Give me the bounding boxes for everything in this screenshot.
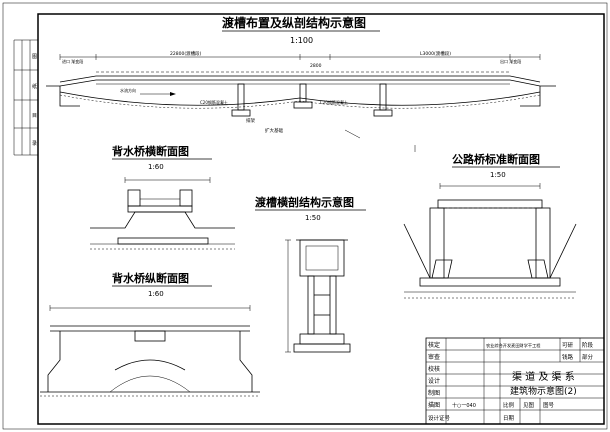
bridge-cross-scale: 1:60 [148, 163, 164, 171]
tb-row-3: 校核 [428, 365, 440, 373]
main-title: 渡槽布置及纵剖结构示意图 [222, 15, 366, 30]
aqueduct-cross-scale: 1:50 [305, 214, 321, 222]
sheet-border-inner [37, 13, 605, 425]
binding-strip [13, 39, 38, 156]
dim-left-label: 22800(渡槽段) [170, 50, 202, 57]
tb-row-5: 制图 [428, 389, 440, 397]
tb-sheet-label: 图号 [543, 401, 555, 409]
tb-stage-value: 阶段 [582, 341, 594, 349]
tb-row-7: 设计证号 [428, 414, 451, 422]
bridge-long-scale: 1:60 [148, 290, 164, 298]
road-bridge-scale: 1:50 [490, 171, 506, 179]
title-block [425, 337, 605, 425]
road-bridge-drawing [403, 183, 577, 299]
side-strip-char: 目 [32, 113, 37, 119]
dim-right-label: L3000(渡槽段) [420, 50, 451, 57]
water-direction-label: 水流方向 [120, 87, 136, 93]
side-strip-char: 录 [32, 140, 37, 147]
outlet-label: 出口 渐变段 [500, 58, 521, 64]
side-strip-char: 图 [32, 54, 37, 60]
tb-part-label: 钱路 [562, 353, 574, 361]
bridge-cross-title: 背水桥横断面图 [112, 144, 189, 158]
c20-label-2: C20钢筋混凝土 [320, 99, 348, 105]
side-strip-char: 纸 [32, 83, 37, 90]
tb-scale-label: 比例 [503, 401, 515, 409]
main-scale: 1:100 [290, 36, 313, 45]
c20-label-1: C20钢筋混凝土 [200, 99, 228, 105]
tb-part-value: 部分 [582, 353, 594, 361]
road-bridge-title: 公路桥标准断面图 [452, 152, 540, 166]
bridge-cross-drawing [90, 177, 235, 250]
tb-row-1: 核定 [428, 341, 440, 349]
tb-row-6: 描图 [428, 401, 440, 409]
tb-describe-value: 十○一040 [452, 402, 476, 409]
bridge-long-drawing [40, 305, 260, 397]
bridge-long-title: 背水桥纵断面图 [112, 271, 189, 285]
tb-drawing-title-1: 渠 道 及 渠 系 [512, 370, 575, 383]
aqueduct-cross-drawing [285, 239, 351, 353]
aqueduct-longitudinal-section: 22800(渡槽段) 2800 L3000(渡槽段) 进口 渐变段 出口 渐变段… [46, 50, 556, 152]
foundation-label: 扩大基础 [265, 127, 283, 134]
inlet-label: 进口 渐变段 [62, 58, 83, 64]
aqueduct-cross-title: 渡槽横剖结构示意图 [255, 195, 354, 209]
tb-date-label: 日期 [503, 415, 515, 422]
pier-label: 排架 [246, 117, 255, 124]
tb-stage-label: 可研 [562, 342, 574, 349]
tb-drawing-title-2: 建筑物示意图(2) [510, 385, 577, 397]
tb-scale-value: 见图 [523, 401, 535, 409]
tb-row-4: 设计 [428, 377, 440, 385]
tb-row-2: 审查 [428, 353, 440, 361]
tb-project: 农业综合开发麦田财学干工程 [486, 342, 541, 349]
dim-mid-label: 2800 [310, 63, 322, 69]
